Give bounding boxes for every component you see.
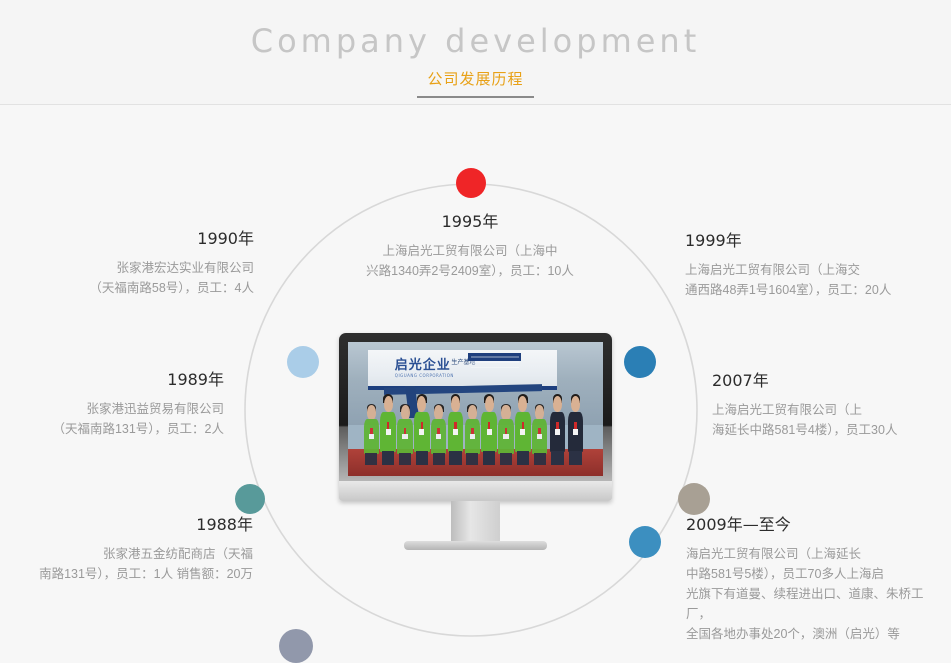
timeline-year-2009: 2009年—至今 — [686, 515, 791, 534]
timeline-year-1999: 1999年 — [685, 231, 742, 250]
monitor-mockup: 启光企业 QIGUANG CORPORATION 生产基地 — [339, 333, 612, 550]
timeline-desc-2009: 海启光工贸有限公司（上海延长 中路581号5楼），员工70多人上海启 光旗下有道… — [686, 547, 924, 641]
timeline-year-1989: 1989年 — [167, 370, 224, 389]
timeline-stage: 1990年 张家港宏达实业有限公司 （天福南路58号），员工：4人 1995年 … — [0, 105, 951, 663]
photo-person — [531, 404, 548, 466]
timeline-entry-2009: 2009年—至今 海启光工贸有限公司（上海延长 中路581号5楼），员工70多人… — [686, 511, 944, 644]
timeline-year-2007: 2007年 — [712, 371, 769, 390]
timeline-dot-2007[interactable] — [678, 483, 710, 515]
team-photo: 启光企业 QIGUANG CORPORATION 生产基地 — [348, 342, 603, 476]
photo-booth-subtitle: 生产基地 — [451, 359, 476, 366]
monitor-screen: 启光企业 QIGUANG CORPORATION 生产基地 — [348, 342, 603, 476]
signboard-line — [471, 356, 519, 359]
timeline-desc-1999: 上海启光工贸有限公司（上海交 通西路48弄1号1604室），员工：20人 — [685, 263, 892, 297]
timeline-desc-1989: 张家港迅益贸易有限公司 （天福南路131号），员工：2人 — [52, 402, 224, 436]
photo-booth-logo-sub: QIGUANG CORPORATION — [394, 372, 454, 378]
timeline-entry-2007: 2007年 上海启光工贸有限公司（上 海延长中路581号4楼），员工30人 — [712, 367, 938, 440]
signboard-line — [471, 361, 519, 364]
timeline-dot-1990[interactable] — [287, 346, 319, 378]
photo-person — [549, 394, 566, 466]
timeline-dot-1988[interactable] — [279, 629, 313, 663]
monitor-stand-base — [404, 541, 547, 550]
timeline-entry-1989: 1989年 张家港迅益贸易有限公司 （天福南路131号），员工：2人 — [10, 366, 224, 439]
timeline-desc-1988: 张家港五金纺配商店（天福 南路131号），员工：1人 销售额：20万 — [39, 547, 253, 581]
timeline-year-1988: 1988年 — [196, 515, 253, 534]
page-title-cn-wrapper: 公司发展历程 — [0, 68, 951, 98]
photo-people-row — [363, 394, 587, 466]
timeline-desc-1995: 上海启光工贸有限公司（上海中 兴路1340弄2号2409室），员工：10人 — [366, 244, 574, 278]
photo-person — [363, 404, 380, 466]
timeline-year-1990: 1990年 — [197, 229, 254, 248]
timeline-desc-1990: 张家港宏达实业有限公司 （天福南路58号），员工：4人 — [89, 261, 254, 295]
timeline-desc-2007: 上海启光工贸有限公司（上 海延长中路581号4楼），员工30人 — [712, 403, 898, 437]
timeline-dot-1999[interactable] — [624, 346, 656, 378]
photo-booth-logo-text: 启光企业 — [394, 357, 451, 373]
timeline-year-1995: 1995年 — [441, 212, 499, 231]
timeline-entry-1990: 1990年 张家港宏达实业有限公司 （天福南路58号），员工：4人 — [20, 225, 254, 298]
page-title-en: Company development — [250, 22, 701, 60]
photo-booth-signboard — [468, 353, 522, 369]
photo-person — [464, 404, 481, 466]
timeline-entry-1995: 1995年 上海启光工贸有限公司（上海中 兴路1340弄2号2409室），员工：… — [355, 208, 585, 281]
photo-person — [414, 394, 430, 466]
photo-booth-logo: 启光企业 QIGUANG CORPORATION — [395, 354, 454, 378]
page-title-cn: 公司发展历程 — [417, 68, 534, 98]
page-header: Company development 公司发展历程 — [0, 0, 951, 105]
timeline-dot-2009[interactable] — [629, 526, 661, 558]
photo-person — [430, 404, 447, 466]
monitor-stand-neck — [451, 501, 500, 545]
timeline-dot-1989[interactable] — [235, 484, 265, 514]
signboard-line — [471, 366, 519, 369]
photo-person — [380, 394, 396, 466]
photo-person — [567, 394, 584, 466]
photo-person — [515, 394, 531, 466]
photo-person — [498, 404, 514, 466]
timeline-dot-1995[interactable] — [456, 168, 486, 198]
photo-person — [447, 394, 464, 466]
timeline-entry-1999: 1999年 上海启光工贸有限公司（上海交 通西路48弄1号1604室），员工：2… — [685, 227, 935, 300]
photo-person — [481, 394, 497, 466]
photo-person — [397, 404, 413, 466]
monitor-chin — [339, 481, 612, 501]
timeline-entry-1988: 1988年 张家港五金纺配商店（天福 南路131号），员工：1人 销售额：20万 — [0, 511, 253, 584]
